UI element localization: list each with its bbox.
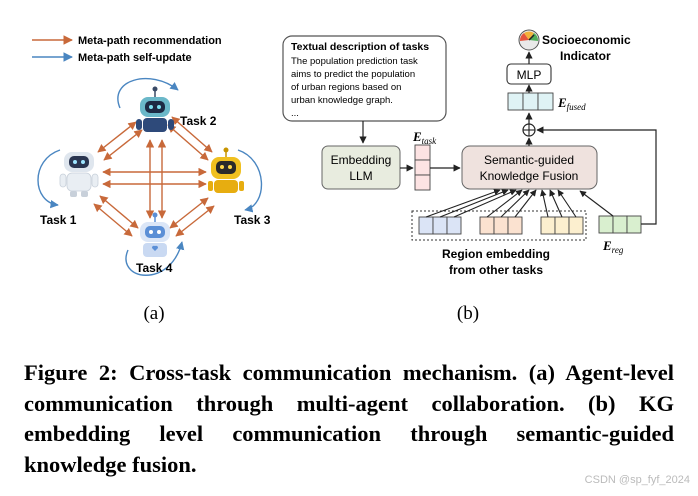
panel-b-label: (b) (457, 303, 479, 324)
arrow-ereg-to-sum (536, 126, 657, 225)
self-update-loops (37, 77, 263, 276)
gauge-icon (518, 29, 540, 51)
robot-task3-icon (208, 147, 244, 193)
task3-label: Task 3 (234, 213, 271, 227)
arrow-t2-t3-b (171, 116, 213, 153)
arrow-t3-t4-b (175, 205, 215, 237)
robot-task1-icon (59, 152, 99, 197)
arrow-t1-t4-b (93, 203, 133, 237)
robot-task4-icon (140, 212, 170, 257)
arrow-t1-t2-a (103, 129, 143, 161)
fusion-line1: Semantic-guided (484, 153, 574, 167)
panel-a: Meta-path recommendation Meta-path self-… (32, 35, 271, 324)
text-description-line: aims to predict the population (291, 69, 415, 80)
mlp-label: MLP (517, 68, 542, 82)
task2-label: Task 2 (180, 114, 217, 128)
embedding-llm-line1: Embedding (331, 153, 392, 167)
e-reg-vector (598, 215, 642, 234)
loop-task4 (125, 241, 185, 276)
watermark: CSDN @sp_fyf_2024 (584, 474, 690, 486)
panel-b: Textual description of tasks The populat… (282, 29, 657, 324)
e-task-label: Etask (412, 129, 437, 146)
region-vector-yellow (540, 216, 584, 235)
region-caption-line2: from other tasks (449, 263, 543, 277)
region-caption-line1: Region embedding (442, 247, 550, 261)
task4-label: Task 4 (136, 261, 173, 275)
text-description-box (282, 35, 447, 122)
recommendation-arrows (93, 116, 215, 237)
figure-canvas: Meta-path recommendation Meta-path self-… (32, 29, 657, 324)
arrow-ereg-to-fusion (579, 190, 614, 217)
arrow-t1-t2-b (97, 121, 137, 153)
text-description-title: Textual description of tasks (291, 41, 429, 53)
region-vector-blue (418, 216, 462, 235)
text-description-line: The population prediction task (291, 56, 418, 67)
text-description-line: urban knowledge graph. (291, 95, 393, 106)
panel-a-label: (a) (143, 303, 164, 324)
e-fused-vector (507, 92, 554, 111)
robot-task2-icon (136, 86, 174, 132)
text-description-line: ... (291, 108, 299, 119)
text-description-line: of urban regions based on (291, 82, 401, 93)
embedding-llm-line2: LLM (349, 169, 372, 183)
region-vector-orange (479, 216, 523, 235)
region-fan-arrows (425, 188, 577, 218)
text-description-body: The population prediction task aims to p… (291, 56, 418, 119)
fusion-line2: Knowledge Fusion (480, 169, 579, 183)
loop-task2 (117, 77, 179, 109)
legend: Meta-path recommendation Meta-path self-… (32, 35, 222, 64)
loop-task1 (37, 149, 61, 209)
arrow-t1-t4-a (99, 195, 139, 229)
e-fused-label: Efused (557, 95, 586, 112)
task1-label: Task 1 (40, 213, 77, 227)
figure-caption: Figure 2: Cross-task communication mecha… (24, 360, 674, 477)
output-line2: Indicator (560, 49, 611, 63)
region-embedding-group (411, 210, 587, 241)
legend-recommendation-label: Meta-path recommendation (78, 35, 222, 47)
loop-task3 (237, 149, 263, 213)
legend-self-update-label: Meta-path self-update (78, 52, 192, 64)
e-task-vector (414, 144, 431, 191)
output-line1: Socioeconomic (542, 33, 631, 47)
e-reg-label: Ereg (602, 238, 624, 255)
arrow-t3-t4-a (169, 197, 209, 229)
